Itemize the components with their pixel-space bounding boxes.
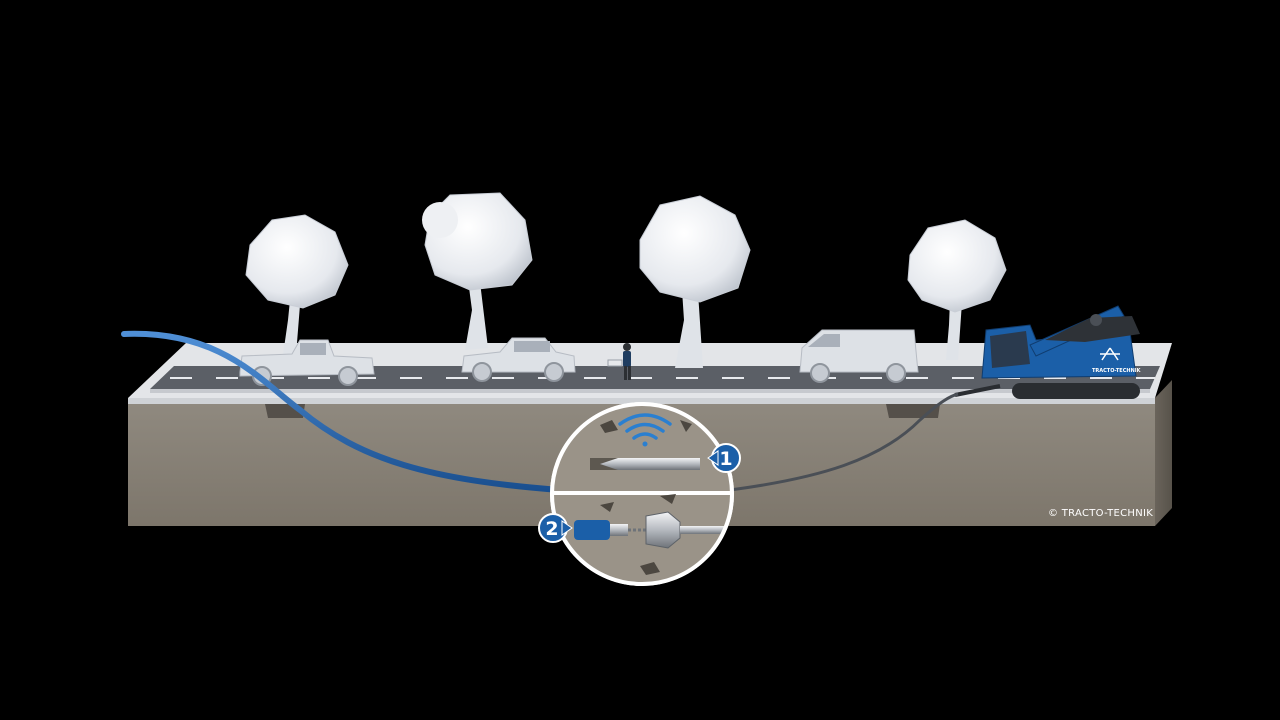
tree-1 bbox=[245, 214, 349, 355]
step-2-number: 2 bbox=[545, 518, 558, 540]
machine-brand-label: TRACTO-TECHNIK bbox=[1092, 368, 1142, 374]
step-1-number: 1 bbox=[719, 448, 732, 470]
tree-3 bbox=[639, 195, 751, 368]
copyright-notice: © TRACTO-TECHNIK bbox=[1048, 508, 1154, 519]
operator-person bbox=[607, 343, 631, 380]
step-1-badge: 1 bbox=[707, 443, 741, 473]
pipe-route bbox=[121, 330, 959, 493]
triangle-arrow-right-icon bbox=[561, 520, 573, 536]
new-pipe bbox=[121, 330, 563, 493]
tt-logo-icon bbox=[1100, 347, 1120, 361]
step-2-badge: 2 bbox=[538, 513, 573, 543]
tree-2 bbox=[422, 192, 533, 350]
drilling-rig: TRACTO-TECHNIK bbox=[954, 305, 1142, 399]
sedan-car bbox=[461, 337, 576, 382]
detail-callout bbox=[550, 402, 734, 586]
van bbox=[799, 329, 919, 383]
drill-rod-string bbox=[729, 392, 959, 492]
pilot-bore-section bbox=[590, 420, 700, 470]
locator-device bbox=[607, 359, 623, 367]
tree-4 bbox=[907, 219, 1007, 360]
triangle-arrow-left-icon bbox=[707, 450, 719, 466]
backreaming-section bbox=[574, 494, 730, 575]
reamer-head bbox=[645, 511, 681, 549]
pilot-drill-head bbox=[600, 458, 700, 470]
wifi-signal-icon bbox=[618, 413, 672, 447]
